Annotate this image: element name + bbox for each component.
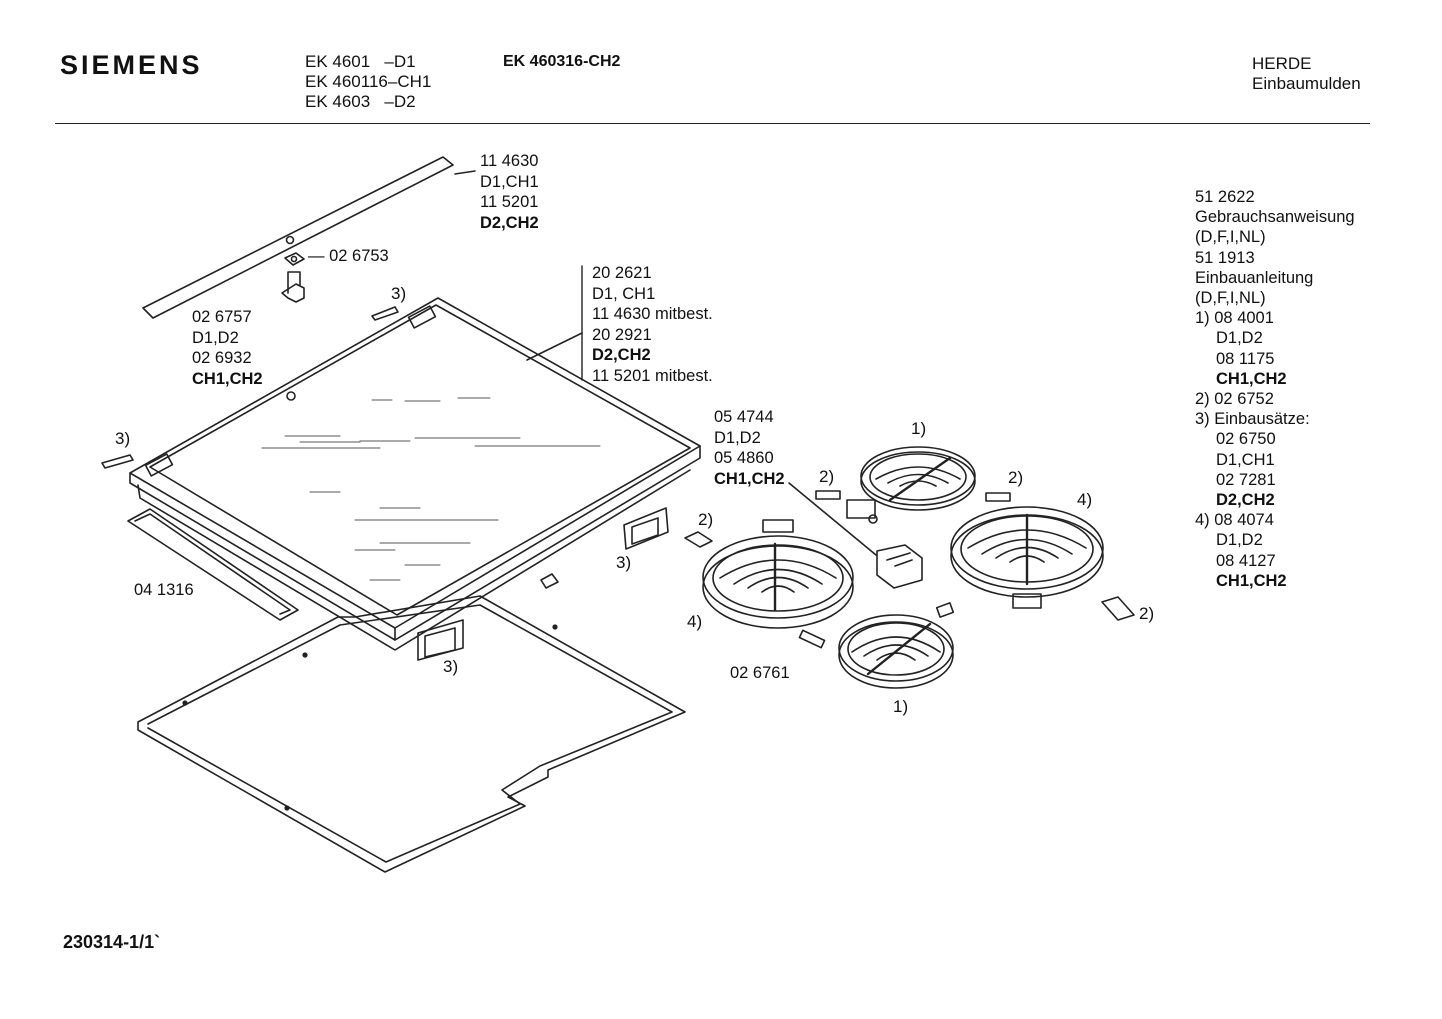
part-number: 11 5201: [480, 193, 539, 211]
parts-list-item: Einbauanleitung: [1195, 268, 1314, 287]
parts-list-item: 2) 02 6752: [1195, 390, 1274, 409]
part-number: 02 6757: [192, 308, 252, 326]
parts-list-item: Gebrauchsanweisung: [1195, 208, 1355, 227]
parts-list-item: 1) 08 4001: [1195, 309, 1274, 328]
parts-list-item: D2,CH2: [1216, 491, 1275, 510]
mount-bracket: [101, 306, 669, 661]
ref-label: 4): [687, 612, 703, 631]
hotplate-small-bottom: [838, 602, 955, 689]
parts-list-item: D1,D2: [1216, 329, 1263, 348]
category-subtitle: Einbaumulden: [1252, 74, 1361, 93]
parts-list-item: 4) 08 4074: [1195, 511, 1274, 530]
ref-label: 3): [443, 657, 459, 676]
hotplate-large-left: [702, 519, 854, 629]
model-item: EK 460116–CH1: [305, 72, 432, 91]
drawing-number: 230314-1/1`: [63, 932, 161, 952]
ref-label: 2): [1139, 604, 1155, 623]
variant-code: D2,CH2: [480, 213, 539, 232]
variant-code: CH1,CH2: [192, 369, 263, 388]
part-number: 11 4630: [480, 152, 539, 170]
hinge-part: [281, 271, 305, 303]
parts-list-item: D1,D2: [1216, 531, 1263, 550]
ref-label: 1): [911, 419, 927, 438]
part-number: 20 2621: [592, 264, 652, 282]
variant-code: D2,CH2: [592, 346, 651, 364]
ref-label: 4): [1077, 490, 1093, 509]
brand-logo: SIEMENS: [60, 50, 203, 80]
parts-list-item: 3) Einbausätze:: [1195, 410, 1310, 429]
ref-label: 2): [819, 467, 835, 486]
callout-gasket: 04 1316: [134, 581, 194, 599]
variant-code: D1,D2: [192, 328, 239, 347]
terminal-piece: [684, 490, 1135, 649]
model-list: EK 4601 –D1 EK 460116–CH1 EK 4603 –D2: [305, 52, 431, 112]
ref-label: 3): [391, 284, 407, 303]
gasket: [127, 508, 299, 621]
clip-part: [284, 252, 305, 266]
category-title: HERDE: [1252, 54, 1312, 73]
parts-list-item: 08 4127: [1216, 551, 1276, 570]
glass-frame: [129, 297, 701, 651]
part-number: 02 6932: [192, 349, 252, 367]
hotplate-small-top: [860, 446, 976, 511]
variant-code: CH1,CH2: [714, 469, 785, 488]
model-item: EK 4603 –D2: [305, 92, 416, 111]
part-note: 11 4630 mitbest.: [592, 305, 713, 323]
hotplate-large-right: [950, 506, 1104, 609]
ref-label: 3): [115, 429, 131, 448]
header-divider: [55, 123, 1370, 124]
parts-list-item: (D,F,I,NL): [1195, 289, 1266, 308]
variant-code: D1,CH1: [480, 172, 539, 191]
part-note: 11 5201 mitbest.: [592, 366, 713, 385]
parts-list-item: (D,F,I,NL): [1195, 228, 1266, 247]
trim-strip: [142, 156, 476, 319]
ref-label: 2): [698, 510, 714, 529]
parts-list-item: 02 6750: [1216, 430, 1276, 449]
switch-part: [788, 482, 923, 589]
parts-list-item: 08 1175: [1216, 349, 1275, 368]
category: HERDE Einbaumulden: [1252, 54, 1361, 94]
callout-strip: 11 4630 D1,CH1 11 5201 D2,CH2: [480, 151, 539, 233]
callout-bracket: 02 6761: [730, 664, 790, 682]
parts-list-item: 51 1913: [1195, 248, 1255, 267]
variant-code: D1, CH1: [592, 284, 656, 303]
callout-hinge: 02 6757 D1,D2 02 6932 CH1,CH2: [192, 307, 263, 389]
parts-list-item: D1,CH1: [1216, 450, 1275, 469]
callout-clip: — 02 6753: [308, 247, 389, 265]
parts-list-item: 51 2622: [1195, 188, 1255, 206]
parts-list-item: 02 7281: [1216, 470, 1276, 489]
parts-list-item: CH1,CH2: [1216, 571, 1287, 590]
ref-label: 1): [893, 697, 909, 716]
model-main: EK 460316-CH2: [503, 53, 621, 70]
variant-code: D1,D2: [714, 428, 761, 447]
model-item: EK 4601 –D1: [305, 52, 416, 71]
parts-list-item: CH1,CH2: [1216, 369, 1287, 388]
parts-list: 51 2622 Gebrauchsanweisung (D,F,I,NL) 51…: [1195, 187, 1355, 591]
part-number: 05 4860: [714, 449, 774, 467]
part-number: 20 2921: [592, 325, 652, 344]
ref-label: 2): [1008, 468, 1024, 487]
ref-label: 3): [616, 553, 632, 572]
base-frame: [137, 595, 686, 873]
callout-frame: 20 2621 D1, CH1 11 4630 mitbest. 20 2921…: [592, 263, 713, 386]
part-number: 05 4744: [714, 408, 774, 426]
small-clip: [540, 573, 559, 589]
callout-switch: 05 4744 D1,D2 05 4860 CH1,CH2: [714, 407, 785, 489]
